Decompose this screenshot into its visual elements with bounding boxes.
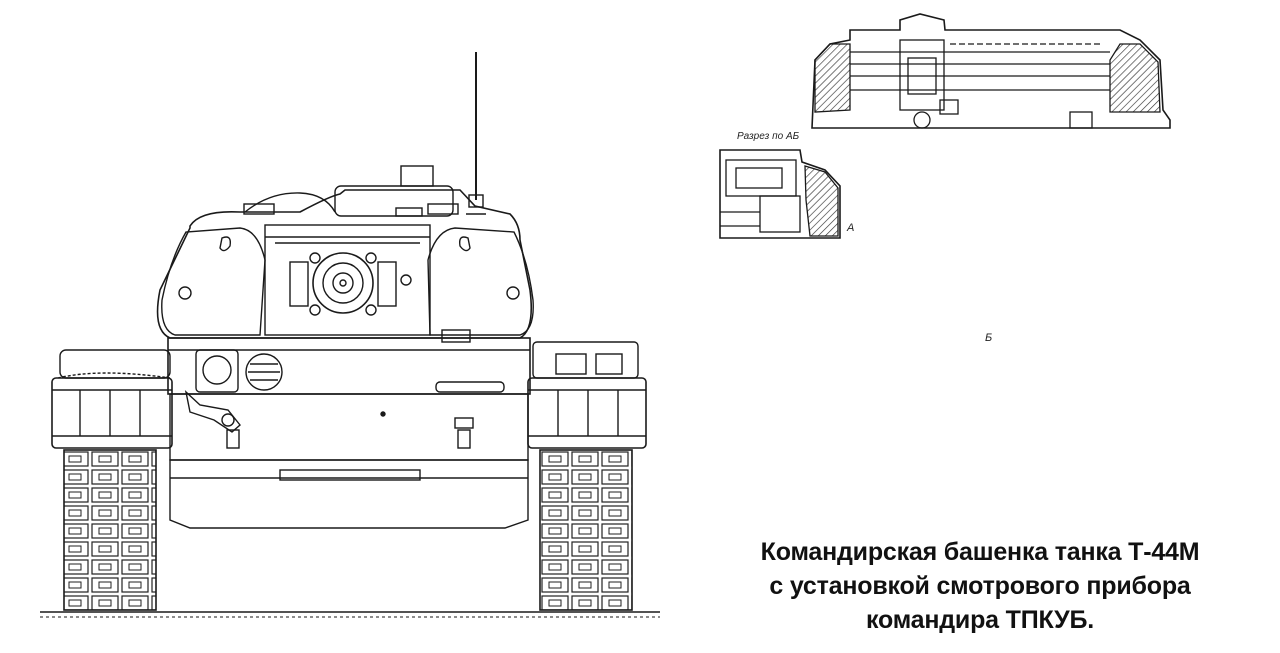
section-ab-drawing (719, 149, 841, 239)
left-track (63, 449, 157, 611)
cut-mark-a: А (847, 222, 855, 234)
tank-front-view (40, 52, 660, 618)
right-fender (527, 341, 647, 449)
cut-mark-b: Б (985, 332, 993, 344)
turret (156, 165, 534, 343)
figure-caption: Командирская башенка танка Т-44М с устан… (700, 535, 1260, 637)
caption-line-2: с установкой смотрового прибора (769, 572, 1191, 600)
left-fender (51, 349, 173, 449)
antenna (466, 52, 486, 215)
ground-line (40, 611, 660, 618)
section-label: Разрез по АБ (737, 131, 800, 142)
cupola-side-section (811, 13, 1171, 129)
right-track (539, 449, 633, 611)
caption-line-3: командира ТПКУБ. (865, 606, 1095, 634)
hull (167, 337, 531, 529)
caption-line-1: Командирская башенка танка Т-44М (760, 538, 1200, 566)
